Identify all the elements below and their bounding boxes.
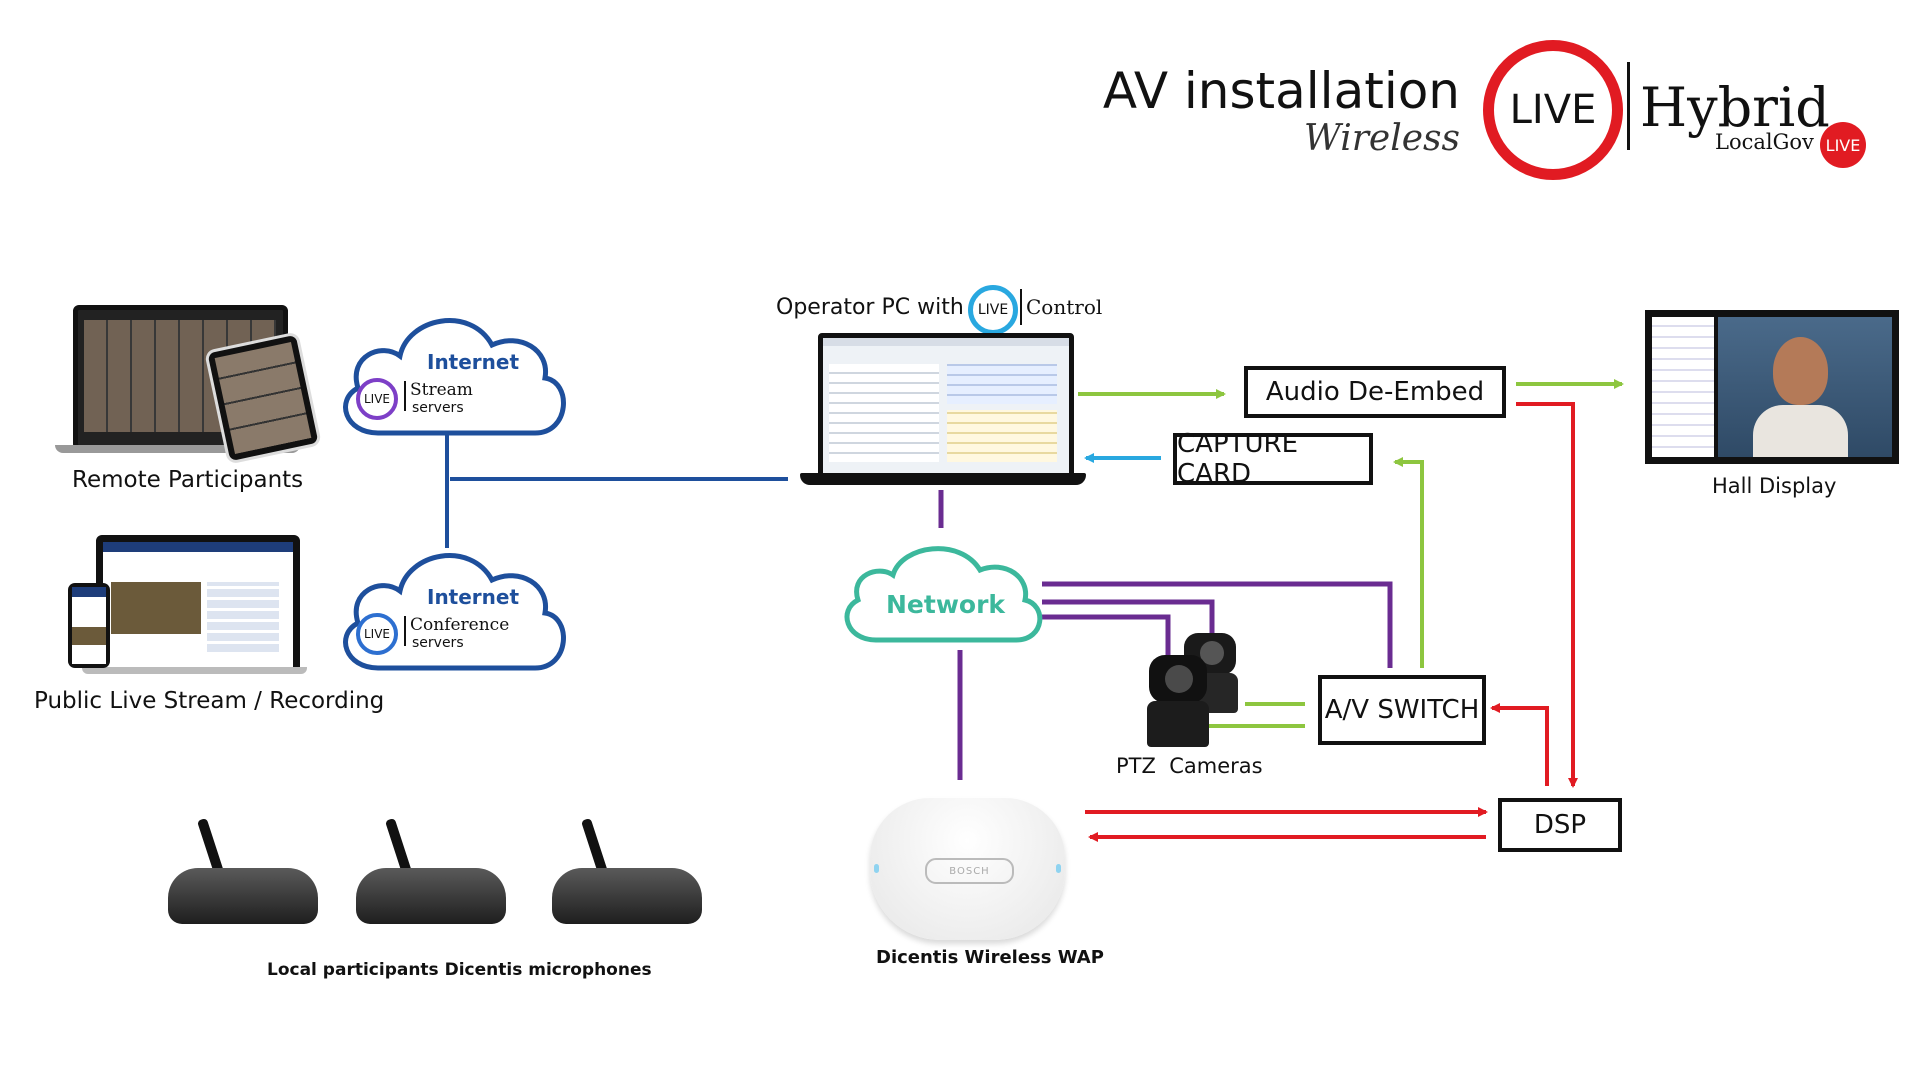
stream-cloud-name: Stream [410, 380, 473, 400]
operator-screen [818, 333, 1074, 483]
title-block: AV installation Wireless [1100, 62, 1460, 159]
desktop-screen [96, 535, 300, 674]
dicentis-wap-label: Dicentis Wireless WAP [876, 947, 1104, 968]
logo-localgov: LocalGov [1715, 130, 1814, 154]
link-deembed-dsp [1516, 402, 1578, 788]
link-dsp-avswitch [1490, 703, 1549, 786]
public-stream-label: Public Live Stream / Recording [34, 688, 385, 714]
desktop-video [111, 582, 201, 634]
link-network-cam1 [1042, 599, 1215, 640]
public-stream-image [62, 533, 322, 683]
camera-lens [1165, 665, 1193, 693]
ptz-camera-front [1147, 655, 1209, 747]
mic-base [552, 868, 702, 924]
stream-cloud: Internet LIVE Stream servers [342, 345, 562, 435]
av-switch-box: A/V SWITCH [1318, 675, 1486, 745]
camera-base [1147, 701, 1209, 747]
dicentis-wap: BOSCH [870, 798, 1065, 940]
conference-live-badge: LIVE [356, 613, 398, 655]
capture-card-box: CAPTURE CARD [1173, 429, 1373, 489]
microphone-3 [552, 817, 702, 928]
presenter-body [1753, 405, 1848, 457]
stream-cloud-sub: servers [412, 400, 464, 416]
operator-topbar [823, 338, 1069, 346]
network-cloud-title: Network [886, 590, 1006, 619]
operator-live-text: LIVE [977, 302, 1009, 318]
dsp-box: DSP [1498, 798, 1622, 852]
remote-laptop-image [55, 305, 345, 465]
stream-divider [404, 381, 406, 411]
operator-laptop [800, 333, 1086, 485]
operator-live-badge: LIVE [968, 285, 1018, 335]
page-title: AV installation [1102, 62, 1460, 120]
hall-display [1645, 310, 1899, 464]
audio-deembed-box: Audio De-Embed [1244, 366, 1506, 418]
mic-base [356, 868, 506, 924]
conference-cloud-sub: servers [412, 635, 464, 651]
remote-participants-label: Remote Participants [72, 467, 304, 493]
logo-localgov-live-text: LIVE [1825, 135, 1861, 155]
hall-display-list [1652, 317, 1714, 457]
ptz-cameras-label: PTZ Cameras [1116, 754, 1263, 778]
microphones-label: Local participants Dicentis microphones [267, 960, 652, 980]
phone [68, 583, 110, 668]
logo-localgov-live-badge: LIVE [1820, 122, 1866, 168]
presenter-head [1773, 337, 1828, 405]
live-logo-text: LIVE [1509, 87, 1597, 133]
stream-cloud-title: Internet [427, 350, 520, 374]
laptop-base [55, 445, 300, 453]
conference-live-text: LIVE [363, 627, 390, 641]
microphone-1 [168, 817, 318, 928]
logo-divider [1627, 62, 1630, 150]
operator-laptop-base [800, 473, 1086, 485]
desktop-base [82, 667, 307, 674]
desktop-agenda [207, 582, 279, 652]
operator-attendance-panel [829, 364, 939, 462]
wap-led-left [874, 864, 879, 873]
operator-label-text: Operator PC with [776, 295, 964, 320]
mic-base [168, 868, 318, 924]
hall-display-label: Hall Display [1712, 474, 1837, 498]
wap-led-right [1056, 864, 1061, 873]
stream-live-text: LIVE [363, 392, 390, 406]
conference-cloud-title: Internet [427, 585, 520, 609]
stream-live-badge: LIVE [356, 378, 398, 420]
link-network-avswitch [1042, 581, 1393, 668]
operator-label: Operator PC with LIVE Control [776, 283, 1106, 335]
microphone-2 [356, 817, 506, 928]
phone-screen [72, 587, 106, 664]
page-subtitle: Wireless [1303, 118, 1460, 159]
conference-divider [404, 616, 406, 646]
live-logo: LIVE [1483, 40, 1623, 180]
logo-hybrid: Hybrid [1640, 76, 1830, 139]
tablet-screen [214, 341, 312, 455]
link-network-cam2 [1042, 614, 1171, 660]
conference-cloud: Internet LIVE Conference servers [342, 580, 562, 670]
operator-queue-panel [947, 410, 1057, 462]
operator-control-text: Control [1026, 295, 1103, 319]
operator-divider [1020, 289, 1022, 325]
link-avswitch-capture [1393, 457, 1424, 668]
conference-cloud-name: Conference [410, 615, 510, 635]
hall-display-video [1718, 317, 1892, 457]
desktop-header-bar [103, 542, 293, 552]
wap-brand-plate: BOSCH [925, 858, 1014, 884]
operator-speakers-panel [947, 364, 1057, 404]
wap-brand-text: BOSCH [949, 865, 990, 877]
